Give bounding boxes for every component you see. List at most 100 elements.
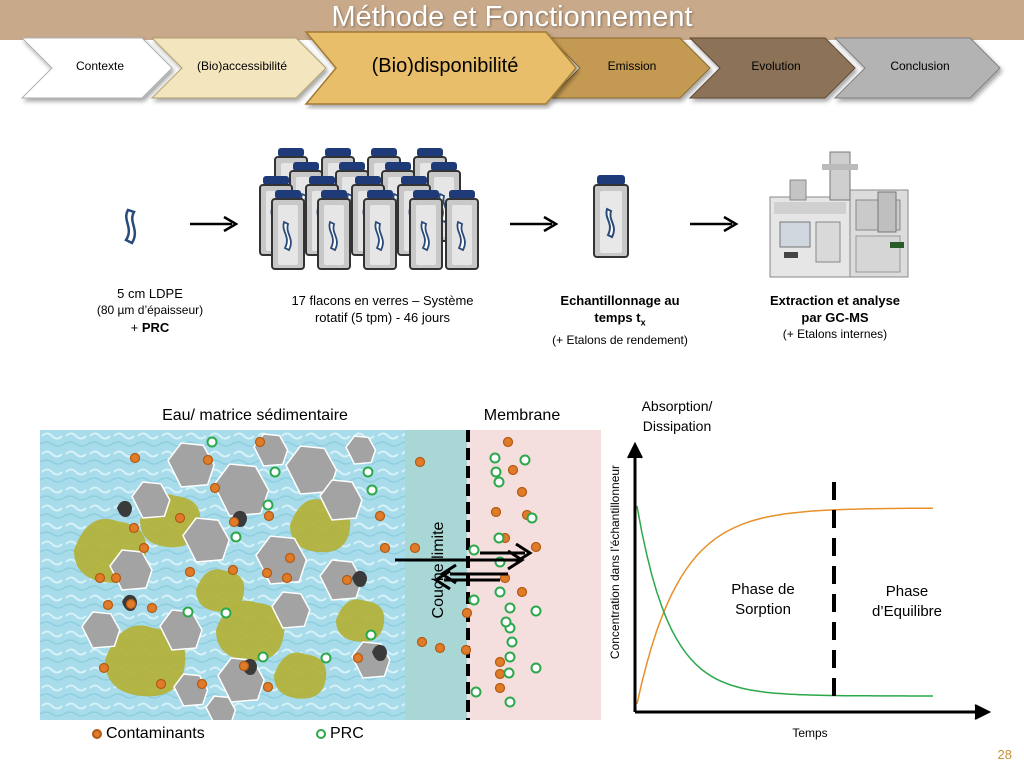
sediment-particle [213,463,270,517]
legend-contaminants-label: Contaminants [106,725,205,742]
sediment-particle [81,611,121,649]
chevron-bioaccessibilite[interactable] [150,37,327,99]
prc-dot [506,636,518,648]
contaminant-dot [196,678,208,690]
contaminant-dot [261,567,273,579]
step3-line2: temps t [594,310,641,325]
contaminant-dot [414,456,426,468]
step3-line3: (+ Etalons de rendement) [552,332,688,347]
contaminant-dot [461,607,473,619]
organic-matter-particle [105,625,186,697]
vial-icon [409,190,443,270]
contaminant-dot [494,668,506,680]
sediment-particle [319,479,363,521]
tab-biodisponibilite[interactable]: (Bio)disponibilité [371,54,519,77]
contaminant-dot [460,644,472,656]
sorption-graph [627,441,992,720]
prc-dot [504,602,516,614]
chevron-emission[interactable] [548,37,711,99]
contaminant-dot [507,464,519,476]
contaminant-dot [102,599,114,611]
contaminant-dot [174,512,186,524]
ldpe-strip-icon [124,208,137,245]
contaminant-dot [352,652,364,664]
chevron-evolution[interactable] [688,37,856,99]
arrow-icon [690,215,739,233]
tab-bioaccessibilite[interactable]: (Bio)accessibilité [196,59,288,73]
graph-y-axis-label: Concentration dans l’échantillonneur [608,464,622,660]
prc-dot [526,512,538,524]
tab-contexte[interactable]: Contexte [75,59,125,73]
contaminant-dot [155,678,167,690]
phase-sorption-line1: Phase de [731,581,795,598]
contaminant-dot [281,572,293,584]
prc-dot [220,607,232,619]
contaminant-dot [490,506,502,518]
contaminant-dot [416,636,428,648]
contaminant-dot [94,572,106,584]
prc-dot [493,476,505,488]
step2-line1: 17 flacons en verres – Système [291,293,474,308]
sediment-particle [159,609,203,651]
prc-dot [500,616,512,628]
gc-ms-instrument-icon [769,151,909,278]
contaminant-dot [341,574,353,586]
tab-emission[interactable]: Emission [607,59,657,73]
prc-dot [504,651,516,663]
sediment-particle [285,445,338,495]
contaminant-dot [516,486,528,498]
prc-dot [365,629,377,641]
contaminant-dot [128,522,140,534]
contaminant-dot [530,541,542,553]
chevron-nav [20,31,1001,105]
sampling-vial-icon [593,175,629,258]
chevron-conclusion[interactable] [833,37,1001,99]
boundary-layer-label: Couche limite [430,521,447,619]
prc-dot [530,605,542,617]
prc-dot [519,454,531,466]
vial-icon [317,190,351,270]
black-carbon-particle [372,644,387,661]
exchange-arrows-icon [395,542,533,591]
step4-caption: Extraction et analyse par GC-MS (+ Etalo… [740,292,930,343]
sediment-particles [74,433,391,720]
phase-equilibre-line1: Phase [885,583,929,600]
graph-y-title: Absorption/ Dissipation [612,396,742,436]
compound-dots [94,436,542,708]
contaminant-dot [262,681,274,693]
contaminant-dot [227,564,239,576]
prc-dot [503,667,515,679]
step1-line2: (80 µm d’épaisseur) [96,303,204,317]
sediment-particle [167,442,216,488]
sorption-diagram [40,430,601,720]
prc-dot [182,606,194,618]
step3-line2-sub: x [640,317,646,328]
prc-dot [470,686,482,698]
chevron-biodisponibilite[interactable] [304,31,577,105]
tab-conclusion[interactable]: Conclusion [890,59,950,73]
sediment-particle [271,591,311,629]
slide-title: Méthode et Fonctionnement [331,1,693,33]
graph-y-title-line1: Absorption/ [641,398,713,414]
arrow-icon [510,215,559,233]
prc-dot [362,466,374,478]
phase-equilibre-label: Phase d’Equilibre [852,582,962,622]
dissipation-curve [636,505,933,697]
phase-sorption-line2: Sorption [735,601,791,618]
organic-matter-particle [196,569,245,612]
contaminant-dot [516,586,528,598]
phase-equilibre-line2: d’Equilibre [871,603,943,620]
vial-icon [271,190,305,270]
step3-line1: Echantillonnage au [560,293,680,308]
vial-icon [445,190,479,270]
contaminant-dot [494,682,506,694]
contaminant-dot [228,516,240,528]
tab-evolution[interactable]: Evolution [751,59,801,73]
contaminant-dot [502,436,514,448]
prc-dot [366,484,378,496]
prc-dot [494,586,506,598]
vial-icon [363,190,397,270]
prc-dot [262,499,274,511]
chevron-contexte[interactable] [20,37,173,99]
contaminant-dot [146,602,158,614]
